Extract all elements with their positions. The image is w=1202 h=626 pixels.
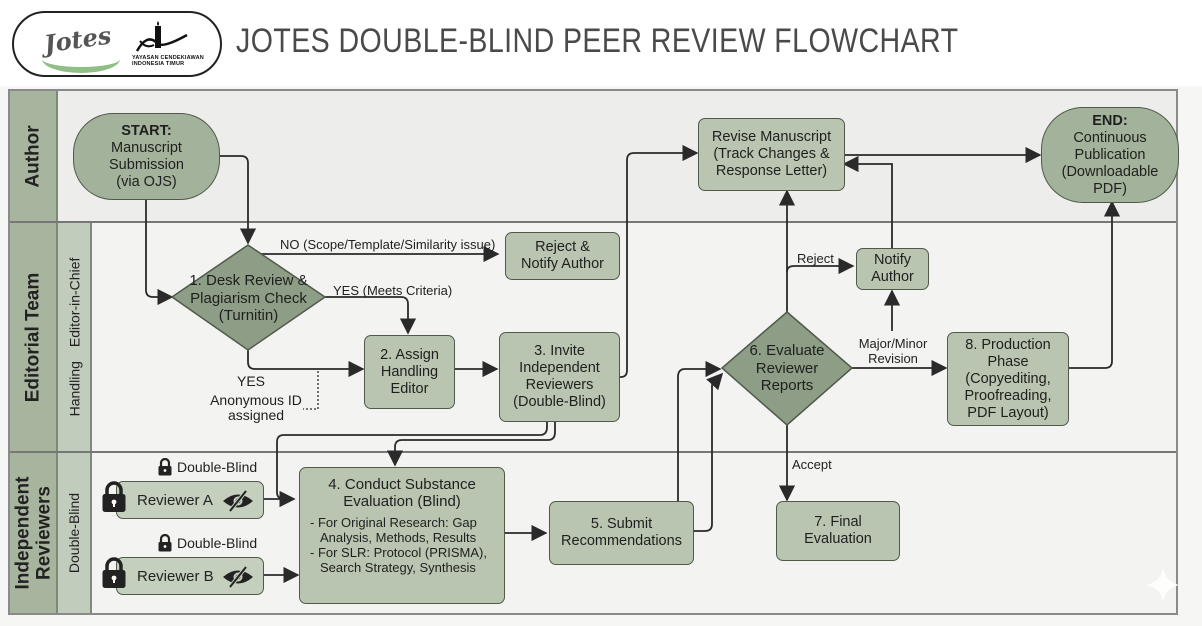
reviewer-a-node[interactable]: Reviewer A	[116, 481, 264, 519]
sublane-label-double-blind: Double-Blind	[66, 492, 83, 574]
header: Jotes YAYASAN CENDEKIAWAN INDONESIA TIMU…	[0, 0, 1202, 86]
logo-swoosh	[42, 45, 120, 73]
submit-recommendations-node[interactable]: 5. Submit Recommendations	[549, 501, 694, 565]
edge-label-yes-meets-criteria: YES (Meets Criteria)	[333, 283, 453, 298]
edge-label-yes: YES	[237, 373, 266, 389]
lane-subheader-editorial: Handling Editor-in-Chief	[58, 223, 92, 451]
final-evaluation-node[interactable]: 7. Final Evaluation	[776, 501, 900, 561]
page-title: JOTES DOUBLE-BLIND PEER REVIEW FLOWCHART	[236, 22, 959, 60]
edge-label-no: NO (Scope/Template/Similarity issue)	[280, 237, 496, 252]
conduct-evaluation-node[interactable]: 4. Conduct Substance Evaluation (Blind) …	[299, 467, 505, 604]
edge-label-major-minor-revision: Major/Minor Revision	[858, 336, 928, 366]
lane-header-editorial: Editorial Team	[10, 223, 58, 451]
reviewer-b-label: Reviewer B	[137, 567, 214, 585]
journal-logo: Jotes YAYASAN CENDEKIAWAN INDONESIA TIMU…	[12, 11, 222, 77]
edge-label-reject: Reject	[797, 251, 834, 266]
logo-caption: YAYASAN CENDEKIAWAN INDONESIA TIMUR	[132, 55, 204, 67]
edge-label-anonymous-id: Anonymous ID assigned	[210, 392, 302, 423]
eye-slash-icon	[223, 490, 253, 512]
start-node[interactable]: START: Manuscript Submission (via OJS)	[73, 113, 220, 200]
sparkle-icon	[1145, 567, 1181, 603]
double-blind-badge-a: Double-Blind	[157, 458, 257, 476]
lane-label-author: Author	[22, 124, 44, 188]
lane-header-reviewers: Independent Reviewers	[10, 453, 58, 613]
lane-subheader-reviewers: Double-Blind	[58, 453, 92, 613]
criteria-slr: - For SLR: Protocol (PRISMA), Search Str…	[310, 545, 487, 575]
candle-logo-icon	[135, 21, 188, 52]
revise-manuscript-node[interactable]: Revise Manuscript (Track Changes & Respo…	[698, 118, 845, 191]
sublane-label-handling: Handling	[66, 361, 82, 417]
edge-label-accept: Accept	[792, 457, 832, 472]
lock-icon	[158, 458, 172, 476]
reviewer-b-node[interactable]: Reviewer B	[116, 557, 264, 595]
invite-reviewers-node[interactable]: 3. Invite Independent Reviewers (Double-…	[499, 332, 620, 422]
lock-icon	[102, 557, 126, 588]
production-phase-node[interactable]: 8. Production Phase (Copyediting, Proofr…	[947, 332, 1069, 426]
lock-icon	[102, 481, 126, 512]
reviewer-a-label: Reviewer A	[137, 491, 213, 509]
eye-slash-icon	[223, 566, 253, 588]
reject-notify-author-node[interactable]: Reject & Notify Author	[505, 232, 620, 280]
lane-header-author: Author	[10, 91, 58, 221]
evaluation-criteria-list: - For Original Research: Gap Analysis, M…	[300, 515, 504, 575]
criteria-original-research: - For Original Research: Gap Analysis, M…	[310, 515, 477, 545]
end-node[interactable]: END: Continuous Publication (Downloadabl…	[1041, 107, 1179, 203]
lane-label-reviewers: Independent Reviewers	[12, 476, 55, 590]
assign-editor-node[interactable]: 2. Assign Handling Editor	[364, 335, 455, 409]
lane-label-editorial: Editorial Team	[22, 272, 44, 402]
lock-icon	[158, 534, 172, 552]
notify-author-node[interactable]: Notify Author	[856, 248, 929, 290]
evaluate-reports-decision[interactable]: 6. Evaluate Reviewer Reports	[749, 342, 825, 394]
desk-review-decision[interactable]: 1. Desk Review & Plagiarism Check (Turni…	[189, 272, 308, 324]
diamond-evaluate-reports	[720, 311, 854, 426]
diamond-desk-review	[170, 244, 327, 351]
sublane-label-editor-in-chief: Editor-in-Chief	[66, 257, 82, 348]
double-blind-badge-b: Double-Blind	[157, 534, 257, 552]
